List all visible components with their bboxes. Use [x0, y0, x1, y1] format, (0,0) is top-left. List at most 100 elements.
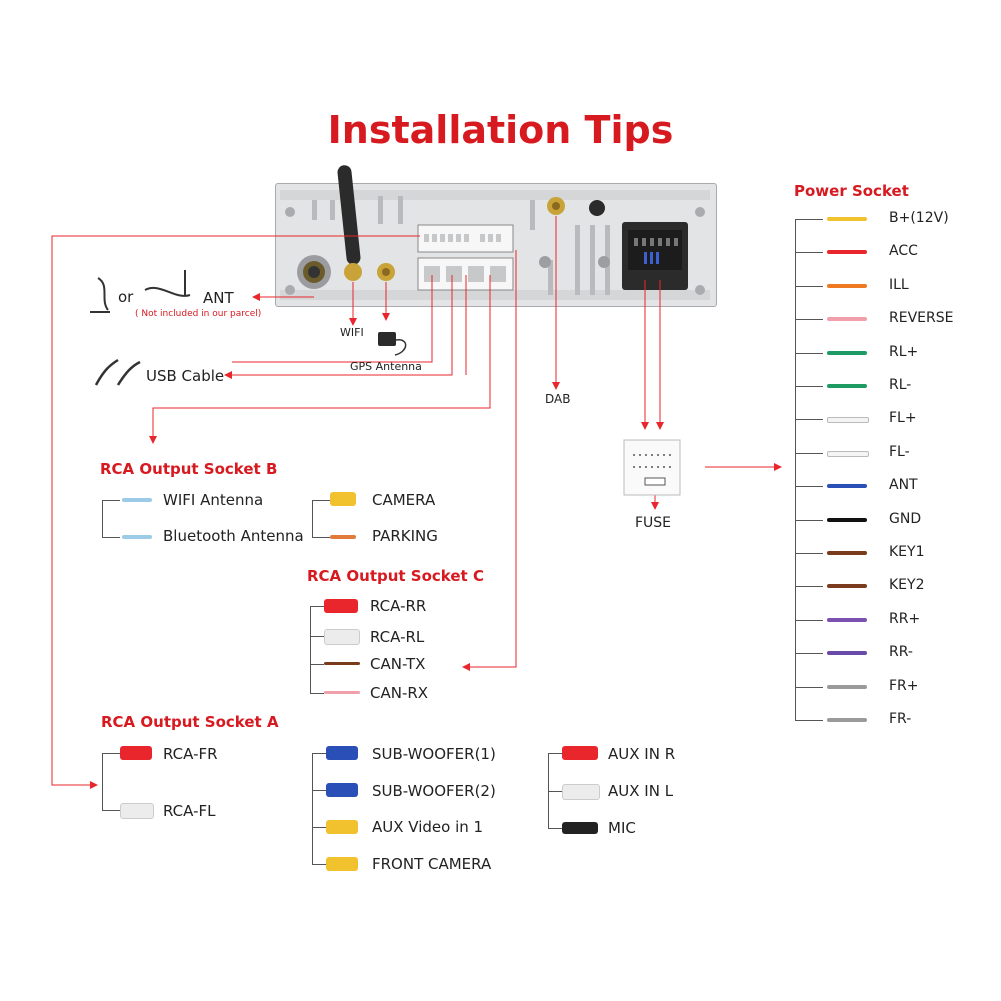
bluetooth-antenna-plug-icon: [122, 535, 152, 539]
power-wire-tick: [795, 653, 823, 655]
power-wire-icon: [827, 417, 869, 424]
rca-a-bracket-2: [312, 753, 313, 865]
can-rx-wire-icon: [324, 691, 360, 694]
aux-in-r-plug-icon: [562, 746, 598, 760]
usb-cable-label: USB Cable: [146, 367, 225, 385]
rca-c-item: RCA-RL: [370, 628, 425, 646]
power-wire-tick: [795, 386, 823, 387]
rca-a-item: MIC: [608, 819, 636, 837]
mic-plug-icon: [562, 822, 598, 834]
power-wire-icon: [827, 651, 867, 656]
power-wire-label: REVERSE: [889, 310, 954, 327]
power-wire-tick: [795, 452, 823, 454]
power-wire-icon: [827, 718, 867, 722]
rca-c-bracket: [310, 606, 311, 694]
power-wire-tick: [795, 219, 823, 220]
bracket-tick: [312, 827, 326, 828]
rca-b-item: CAMERA: [372, 491, 436, 509]
power-wire-label: ACC: [889, 243, 918, 260]
or-text: or: [118, 288, 134, 306]
bracket-tick: [312, 753, 326, 754]
bracket-tick: [310, 636, 324, 637]
bracket-tick: [312, 790, 326, 791]
ant-note: ( Not included in our parcel): [135, 309, 262, 319]
rca-rr-plug-icon: [324, 599, 358, 613]
rca-b-bracket-right: [312, 500, 313, 538]
rca-a-item: RCA-FL: [163, 802, 216, 820]
fuse-label: FUSE: [635, 515, 672, 531]
bracket-tick: [310, 606, 324, 607]
subwoofer-2-plug-icon: [326, 783, 358, 797]
power-wire-tick: [795, 486, 823, 488]
rca-c-item: RCA-RR: [370, 597, 427, 615]
bracket-tick: [548, 828, 562, 829]
power-wire-icon: [827, 317, 867, 322]
rca-a-item: AUX IN R: [608, 745, 676, 763]
power-wire-label: ILL: [889, 276, 909, 293]
rca-fl-plug-icon: [120, 803, 154, 819]
power-wire-icon: [827, 283, 867, 288]
power-wire-icon: [827, 584, 867, 589]
power-wire-tick: [795, 686, 823, 688]
rca-a-item: FRONT CAMERA: [372, 855, 492, 873]
rca-fr-plug-icon: [120, 746, 152, 760]
rca-a-item: AUX Video in 1: [372, 818, 484, 836]
rca-a-item: SUB-WOOFER(2): [372, 782, 496, 800]
power-wire-label: FR+: [889, 677, 919, 694]
front-camera-plug-icon: [326, 857, 358, 871]
bracket-tick: [102, 753, 120, 754]
bracket-tick: [102, 537, 120, 538]
camera-rca-plug-icon: [330, 492, 356, 506]
power-wire-tick: [795, 519, 823, 521]
wifi-antenna-plug-icon: [122, 498, 152, 502]
subwoofer-1-plug-icon: [326, 746, 358, 760]
bracket-tick: [310, 693, 324, 694]
power-wire-label: RR+: [889, 610, 921, 627]
power-wire-label: ANT: [889, 477, 918, 494]
power-wire-label: FL+: [889, 410, 917, 427]
power-wire-label: KEY2: [889, 577, 925, 594]
power-wire-tick: [795, 553, 823, 554]
power-wire-icon: [827, 384, 867, 388]
power-wire-label: B+(12V): [889, 210, 949, 226]
gps-label: GPS Antenna: [350, 360, 422, 373]
power-wire-icon: [827, 684, 867, 689]
aux-video-plug-icon: [326, 820, 358, 834]
power-wire-icon: [827, 217, 867, 221]
wifi-label: WIFI: [340, 326, 364, 339]
dab-label: DAB: [545, 392, 571, 406]
power-wire-tick: [795, 319, 823, 321]
power-wire-icon: [827, 617, 867, 622]
rca-c-title: RCA Output Socket C: [307, 567, 484, 585]
rca-rl-plug-icon: [324, 629, 360, 645]
rca-c-item: CAN-TX: [370, 655, 426, 673]
power-wire-tick: [795, 352, 823, 354]
power-wire-tick: [795, 252, 823, 254]
power-wire-label: FR-: [889, 711, 912, 727]
aux-in-l-plug-icon: [562, 784, 600, 800]
power-wire-icon: [827, 250, 867, 255]
rca-b-item: Bluetooth Antenna: [163, 527, 304, 545]
rca-a-bracket-1: [102, 753, 103, 811]
bracket-tick: [548, 753, 562, 754]
power-wire-label: RR-: [889, 644, 913, 661]
bracket-tick: [102, 500, 120, 501]
power-wire-tick: [795, 619, 823, 621]
page-title: Installation Tips: [327, 108, 674, 152]
rca-b-title: RCA Output Socket B: [100, 460, 278, 478]
power-wire-tick: [795, 586, 823, 588]
bracket-tick: [312, 500, 330, 501]
power-wire-icon: [827, 517, 867, 522]
bracket-tick: [312, 864, 326, 865]
power-socket-bracket: [795, 219, 796, 720]
power-wire-label: RL-: [889, 377, 912, 393]
power-wire-label: KEY1: [889, 544, 925, 560]
rca-b-item: WIFI Antenna: [163, 491, 264, 509]
rca-a-item: AUX IN L: [608, 782, 674, 800]
rca-a-item: SUB-WOOFER(1): [372, 745, 496, 763]
rca-b-bracket-left: [102, 500, 103, 538]
power-wire-icon: [827, 484, 867, 489]
rca-a-title: RCA Output Socket A: [101, 713, 279, 731]
parking-wire-icon: [330, 535, 356, 539]
